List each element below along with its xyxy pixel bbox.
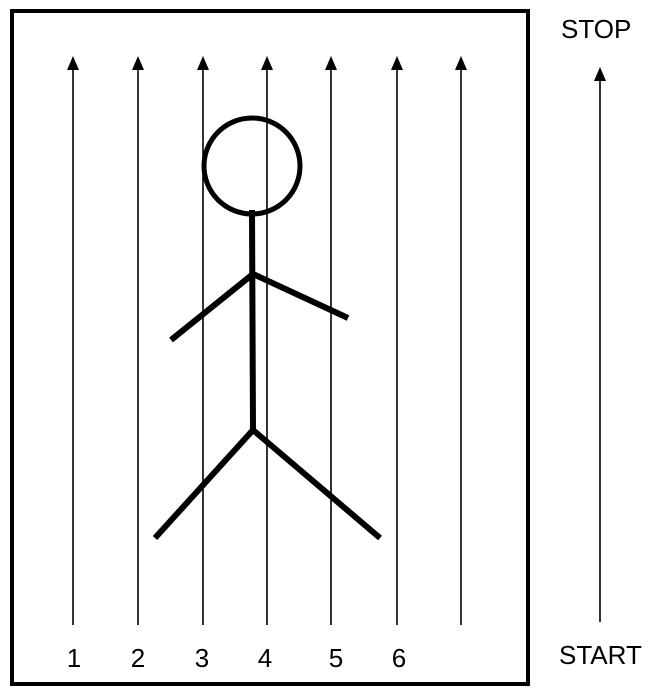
- lane-label-2: 2: [131, 643, 145, 673]
- lane-arrowhead-5: [325, 56, 337, 70]
- stop-label: STOP: [561, 14, 631, 44]
- figure-head: [204, 118, 300, 214]
- lane-arrowhead-1: [67, 56, 79, 70]
- lane-arrowhead-7: [455, 56, 467, 70]
- direction-indicator: STOP START: [559, 14, 642, 670]
- frame-border: [12, 11, 528, 684]
- lane-label-3: 3: [195, 643, 209, 673]
- lane-label-4: 4: [258, 643, 272, 673]
- lane-arrowhead-2: [132, 56, 144, 70]
- figure-right-leg: [253, 430, 380, 538]
- lane-label-1: 1: [67, 643, 81, 673]
- figure-torso: [252, 210, 253, 430]
- lane-arrowhead-6: [391, 56, 403, 70]
- lane-label-6: 6: [392, 643, 406, 673]
- start-label: START: [559, 640, 642, 670]
- lane-arrowhead-3: [197, 56, 209, 70]
- lane-labels: 1 2 3 4 5 6: [67, 643, 406, 673]
- lane-arrowhead-4: [261, 56, 273, 70]
- figure-left-leg: [155, 430, 253, 538]
- lane-label-5: 5: [329, 643, 343, 673]
- lane-arrows: [67, 56, 467, 625]
- figure-left-arm: [171, 274, 253, 340]
- direction-arrowhead: [594, 67, 606, 81]
